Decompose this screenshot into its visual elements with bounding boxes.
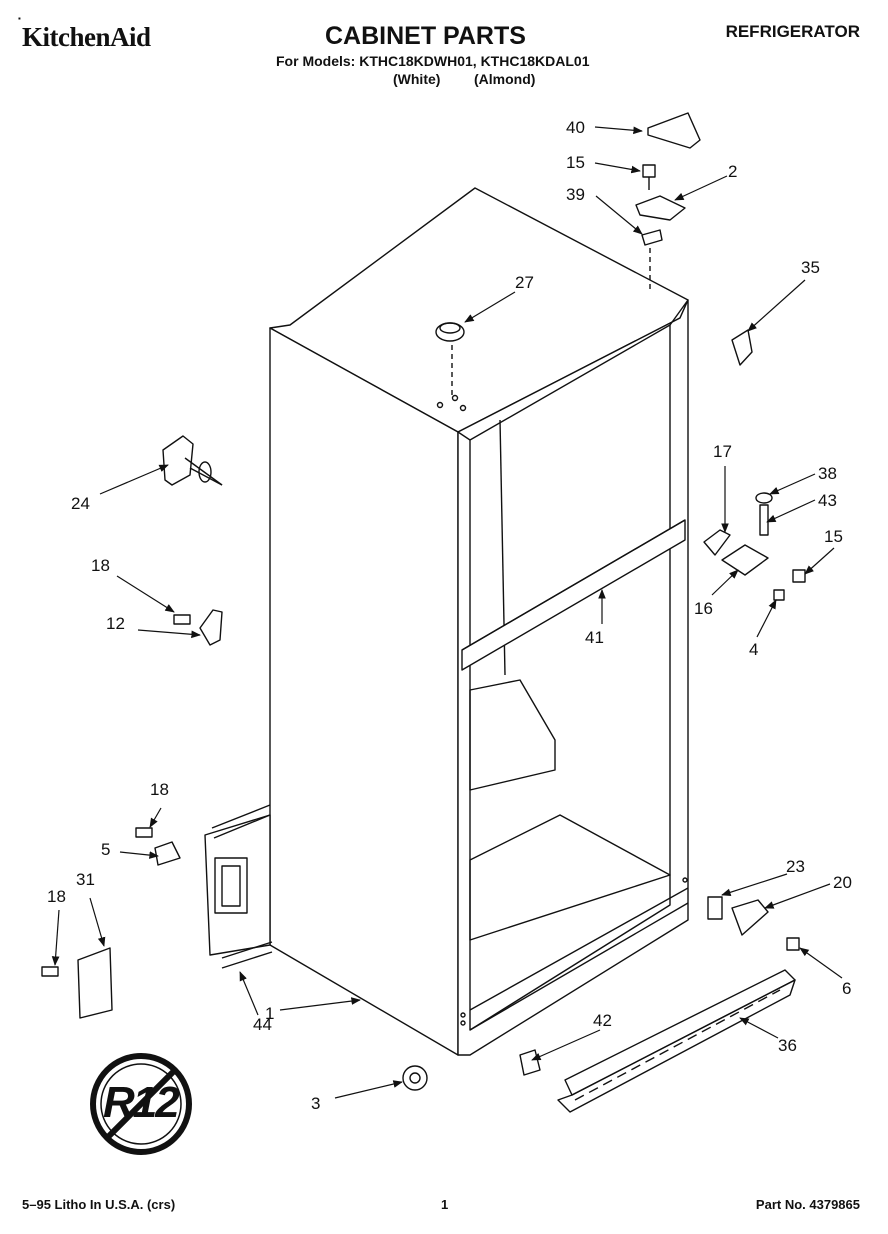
callout-18-middle: 18 xyxy=(150,780,169,799)
callout-23: 23 xyxy=(786,857,805,876)
registration-mark: ▪ xyxy=(18,14,21,23)
callout-18-lower: 18 xyxy=(47,887,66,906)
callout-35: 35 xyxy=(801,258,820,277)
callout-leaders xyxy=(51,126,843,1099)
variant-almond: (Almond) xyxy=(474,71,536,87)
mullion-bar xyxy=(461,519,686,671)
callout-36: 36 xyxy=(778,1036,797,1055)
small-parts xyxy=(41,112,806,1091)
r12-badge-text: R12 xyxy=(103,1078,180,1127)
callout-39: 39 xyxy=(566,185,585,204)
callout-16: 16 xyxy=(694,599,713,618)
callout-24: 24 xyxy=(71,494,90,513)
page-title: CABINET PARTS xyxy=(325,22,526,50)
side-bracket xyxy=(204,804,273,969)
callout-5: 5 xyxy=(101,840,111,859)
brand-logo: KitchenAid xyxy=(22,22,151,52)
r12-prohibition-badge xyxy=(90,1053,192,1155)
models-line: For Models: KTHC18KDWH01, KTHC18KDAL01 xyxy=(276,53,590,69)
callout-15-top: 15 xyxy=(566,153,585,172)
callout-1: 1 xyxy=(265,1004,275,1023)
callout-27: 27 xyxy=(515,273,534,292)
footer-page-number: 1 xyxy=(441,1197,449,1212)
callout-41: 41 xyxy=(585,628,604,647)
callout-18-upper: 18 xyxy=(91,556,110,575)
callout-17: 17 xyxy=(713,442,732,461)
callout-2: 2 xyxy=(728,162,738,181)
kickplate-grille xyxy=(557,969,796,1113)
callout-12: 12 xyxy=(106,614,125,633)
callout-31: 31 xyxy=(76,870,95,889)
footer-print-info: 5–95 Litho In U.S.A. (crs) xyxy=(22,1197,176,1212)
callout-40: 40 xyxy=(566,118,585,137)
callout-42: 42 xyxy=(593,1011,612,1030)
callout-3: 3 xyxy=(311,1094,321,1113)
callout-43: 43 xyxy=(818,491,837,510)
footer-part-number: Part No. 4379865 xyxy=(755,1197,860,1212)
callout-4: 4 xyxy=(749,640,759,659)
callout-20: 20 xyxy=(833,873,852,892)
appliance-category: REFRIGERATOR xyxy=(725,22,860,41)
cabinet-body xyxy=(269,187,689,1056)
callout-6: 6 xyxy=(842,979,852,998)
callout-38: 38 xyxy=(818,464,837,483)
callout-15-right: 15 xyxy=(824,527,843,546)
variant-white: (White) xyxy=(393,71,441,87)
callout-44: 44 xyxy=(253,1015,272,1034)
